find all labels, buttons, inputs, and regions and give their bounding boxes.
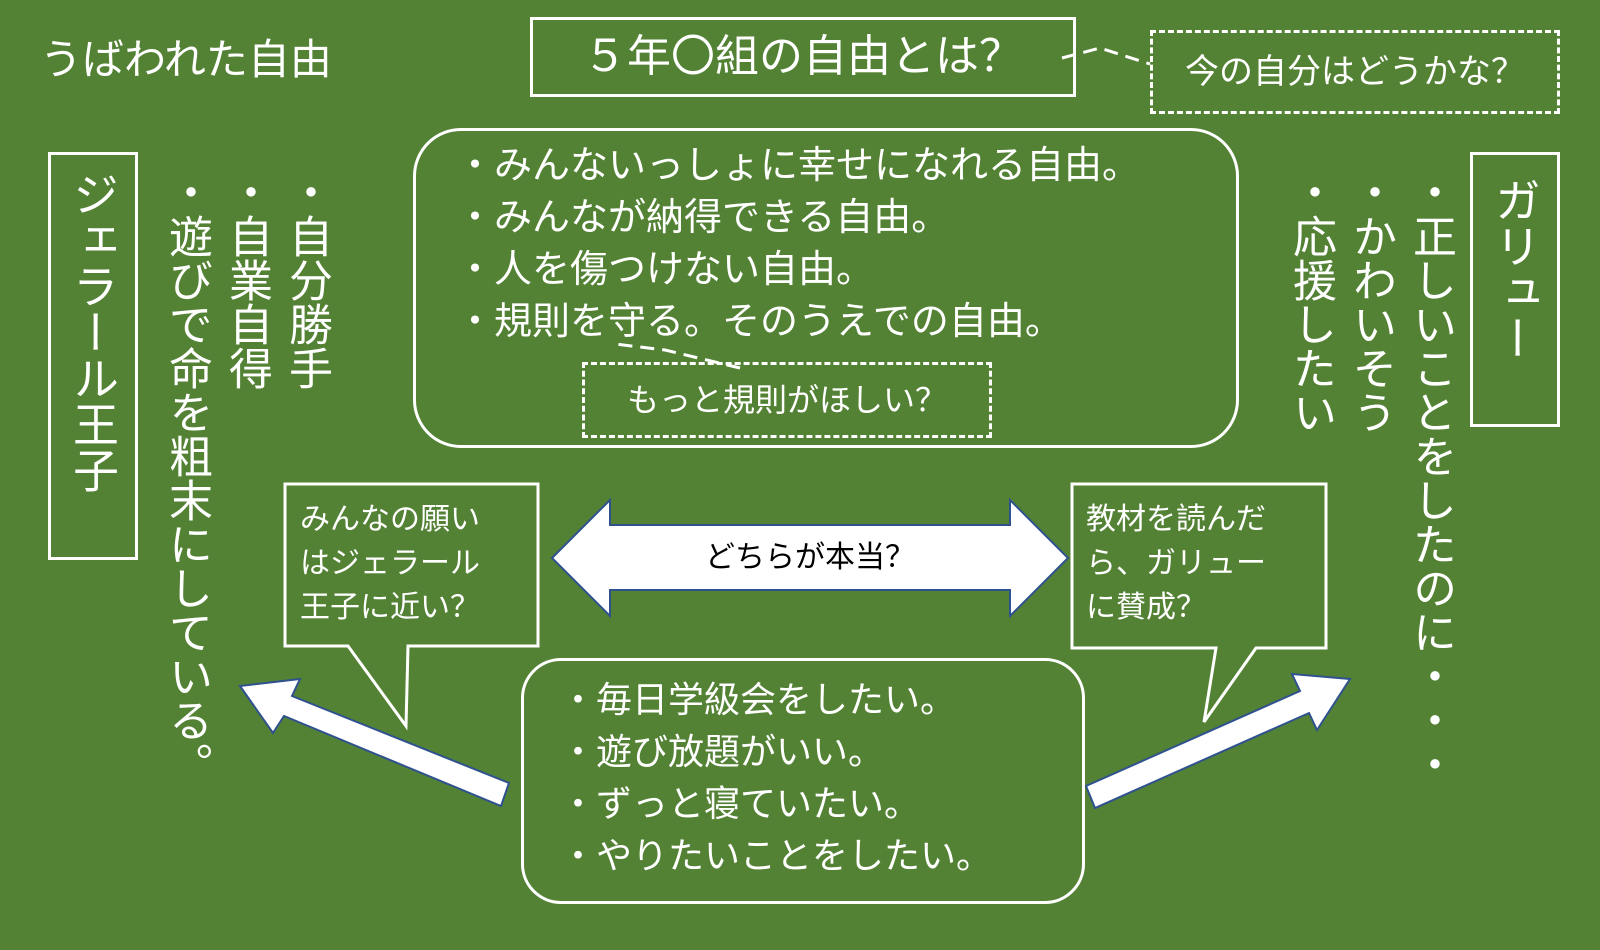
self-check-text: 今の自分はどうかな？ bbox=[1185, 52, 1525, 92]
left-bubble-line: 王子に近い？ bbox=[300, 590, 480, 625]
rules-question-box: もっと規則がほしい？ bbox=[582, 362, 992, 438]
right-bubble-line: ら、ガリュー bbox=[1086, 546, 1266, 581]
left-diagonal-arrow-icon bbox=[238, 677, 511, 808]
right-trait-1: ・正しいことをしたのに・・・ bbox=[1405, 170, 1456, 786]
left-trait-2: ・自業自得 bbox=[221, 170, 272, 390]
right-bubble-text: 教材を読んだ ら、ガリュー に賛成？ bbox=[1086, 498, 1266, 630]
self-check-box: 今の自分はどうかな？ bbox=[1150, 30, 1560, 114]
left-name-text: ジェラール王子 bbox=[66, 171, 120, 493]
wishes-list-item: ・ずっと寝ていたい。 bbox=[560, 784, 921, 825]
heading-text: ５年〇組の自由とは？ bbox=[583, 31, 1023, 82]
right-name-text: ガリュー bbox=[1488, 177, 1542, 361]
left-bubble-line: はジェラール bbox=[300, 546, 480, 581]
left-speech-bubble bbox=[283, 482, 540, 731]
right-diagonal-arrow-icon bbox=[1084, 672, 1352, 810]
right-name-box: ガリュー bbox=[1470, 152, 1560, 427]
wishes-list-item: ・毎日学級会をしたい。 bbox=[560, 680, 957, 721]
arrow-label: どちらが本当？ bbox=[705, 540, 915, 575]
left-name-box: ジェラール王子 bbox=[48, 152, 138, 560]
left-bubble-line: みんなの願い bbox=[300, 502, 480, 537]
right-speech-bubble bbox=[1070, 482, 1328, 723]
right-bubble-line: 教材を読んだ bbox=[1086, 502, 1266, 537]
wishes-list-item: ・やりたいことをしたい。 bbox=[560, 836, 993, 877]
center-ideas-box: ・みんないっしょに幸せになれる自由。 ・みんなが納得できる自由。 ・人を傷つけな… bbox=[413, 128, 1239, 448]
center-list: ・みんないっしょに幸せになれる自由。 ・みんなが納得できる自由。 ・人を傷つけな… bbox=[456, 139, 1140, 347]
right-bubble-line: に賛成？ bbox=[1086, 590, 1206, 625]
rules-question-text: もっと規則がほしい？ bbox=[626, 381, 947, 419]
wishes-list: ・毎日学級会をしたい。 ・遊び放題がいい。 ・ずっと寝ていたい。 ・やりたいこと… bbox=[560, 675, 992, 883]
right-trait-3: ・応援したい bbox=[1285, 170, 1336, 434]
left-trait-3: ・遊びで命を粗末にしている。 bbox=[161, 170, 212, 786]
center-list-item: ・人を傷つけない自由。 bbox=[456, 247, 875, 291]
wishes-list-item: ・遊び放題がいい。 bbox=[560, 732, 885, 773]
center-list-item: ・みんないっしょに幸せになれる自由。 bbox=[456, 143, 1141, 187]
heading-box: ５年〇組の自由とは？ bbox=[530, 17, 1076, 97]
center-list-item: ・みんなが納得できる自由。 bbox=[456, 195, 950, 239]
center-list-item: ・規則を守る。そのうえでの自由。 bbox=[456, 299, 1063, 343]
wishes-box: ・毎日学級会をしたい。 ・遊び放題がいい。 ・ずっと寝ていたい。 ・やりたいこと… bbox=[521, 658, 1085, 904]
page-title: うばわれた自由 bbox=[40, 35, 332, 84]
left-trait-1: ・自分勝手 bbox=[281, 170, 332, 390]
double-arrow-icon bbox=[550, 497, 1070, 619]
left-bubble-text: みんなの願い はジェラール 王子に近い？ bbox=[300, 498, 480, 630]
right-trait-2: ・かわいそう bbox=[1345, 170, 1396, 434]
